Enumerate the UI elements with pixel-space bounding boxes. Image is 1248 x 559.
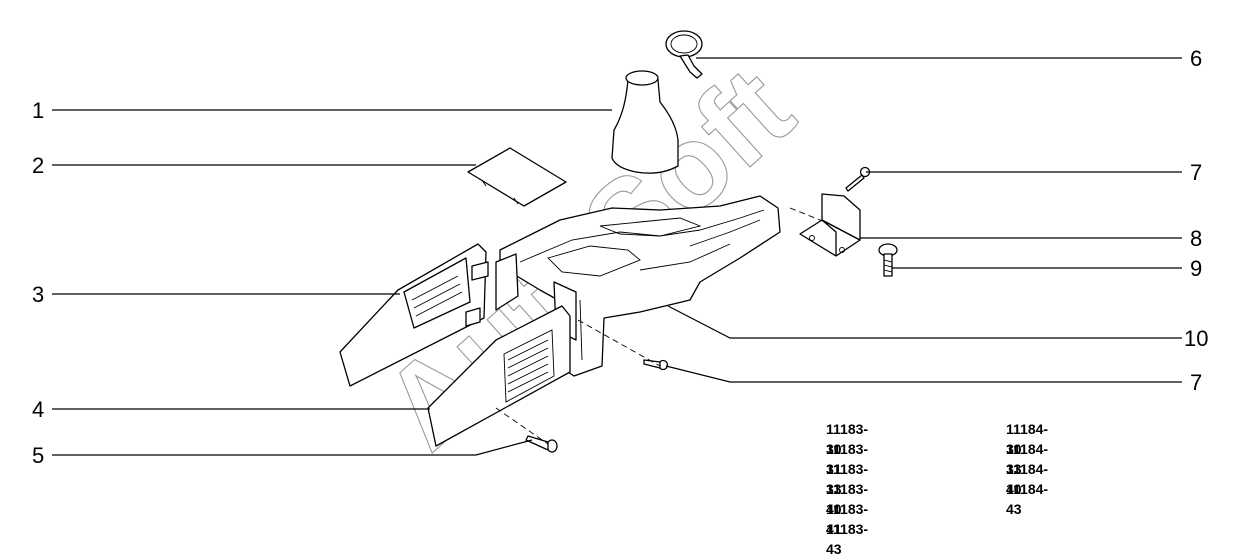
callout-4: 4 xyxy=(32,397,44,422)
part-number: 11183-30 xyxy=(826,421,869,457)
callout-10: 10 xyxy=(1184,326,1208,351)
part-screw-lower xyxy=(643,359,669,371)
part-number: 11183-31 xyxy=(826,441,869,477)
part-number: 11184-30 xyxy=(1006,421,1049,457)
callout-7-upper: 7 xyxy=(1190,160,1202,185)
part-bolt xyxy=(878,243,898,277)
callout-3: 3 xyxy=(32,282,44,307)
part-number: 11183-33 xyxy=(826,461,869,497)
part-gear-boot xyxy=(611,70,679,174)
part-number: 11183-40 xyxy=(826,481,869,517)
callout-5: 5 xyxy=(32,443,44,468)
part-number: 11184-43 xyxy=(1006,481,1049,517)
part-number: 11183-41 xyxy=(826,501,869,537)
callout-6: 6 xyxy=(1190,46,1202,71)
part-bracket xyxy=(799,193,861,257)
part-number: 11184-40 xyxy=(1006,461,1049,497)
part-side-panel-left xyxy=(339,243,489,387)
part-side-panel-right xyxy=(427,305,571,447)
callout-1: 1 xyxy=(32,98,44,123)
part-number: 11183-43 xyxy=(826,521,869,557)
part-hose-clamp xyxy=(665,30,703,79)
part-screw-upper xyxy=(845,166,871,192)
part-cover-plate xyxy=(467,147,567,207)
callout-7-lower: 7 xyxy=(1190,370,1202,395)
part-number: 11184-33 xyxy=(1006,441,1049,477)
callout-8: 8 xyxy=(1190,226,1202,251)
part-screw-5 xyxy=(525,435,558,453)
callout-9: 9 xyxy=(1190,256,1202,281)
callout-2: 2 xyxy=(32,153,44,178)
